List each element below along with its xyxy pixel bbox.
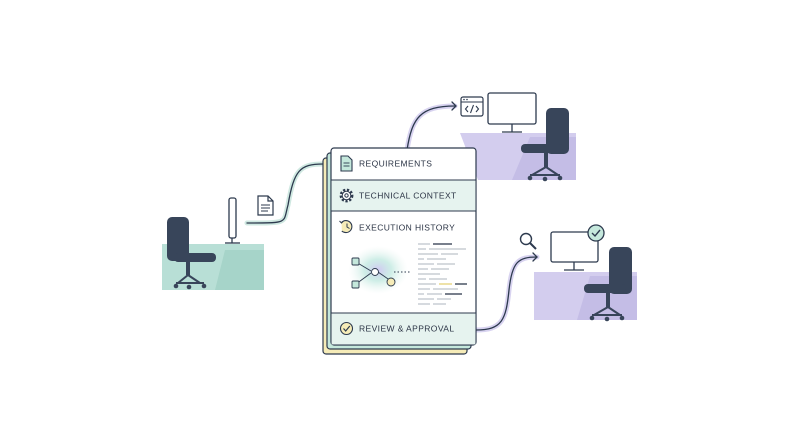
arrowhead-top-right [451, 101, 457, 111]
bottom-right-chair [584, 247, 632, 322]
left-desk-shadow [215, 250, 264, 290]
card-section-execution-history: EXECUTION HISTORY [339, 220, 467, 305]
connector-card-to-top-right [404, 103, 458, 153]
top-right-chair [521, 108, 569, 182]
section-label-technical-context: TECHNICAL CONTEXT [359, 191, 457, 201]
magnifier-icon [519, 232, 537, 250]
history-clock-icon [339, 220, 353, 234]
card-section-review-approval: REVIEW & APPROVAL [339, 321, 454, 336]
code-window-icon [460, 96, 484, 117]
section-label-execution-history: EXECUTION HISTORY [359, 223, 455, 233]
top-right-monitor [487, 92, 537, 125]
left-monitor [228, 197, 237, 239]
section-label-review-approval: REVIEW & APPROVAL [359, 324, 454, 334]
document-icon [340, 155, 353, 172]
checkmark-badge-icon [587, 224, 605, 242]
gear-icon [339, 188, 354, 203]
left-chair [167, 217, 216, 290]
left-workstation [162, 195, 274, 290]
card-section-technical-context: TECHNICAL CONTEXT [339, 188, 457, 203]
connector-card-to-bottom-right [473, 254, 540, 333]
bottom-right-workstation [519, 224, 637, 322]
top-right-workstation [460, 92, 576, 182]
document-icon [257, 195, 274, 216]
arrowhead-bottom-right [532, 252, 538, 262]
check-circle-icon [339, 321, 354, 336]
execution-log-lines [418, 243, 467, 305]
card-section-requirements: REQUIREMENTS [340, 155, 432, 172]
connectors [244, 101, 540, 333]
execution-node-graph [351, 257, 411, 289]
section-label-requirements: REQUIREMENTS [359, 159, 432, 169]
context-card-stack: REQUIREMENTS TECHNICAL CONTEXT EXECUTION… [322, 147, 477, 355]
